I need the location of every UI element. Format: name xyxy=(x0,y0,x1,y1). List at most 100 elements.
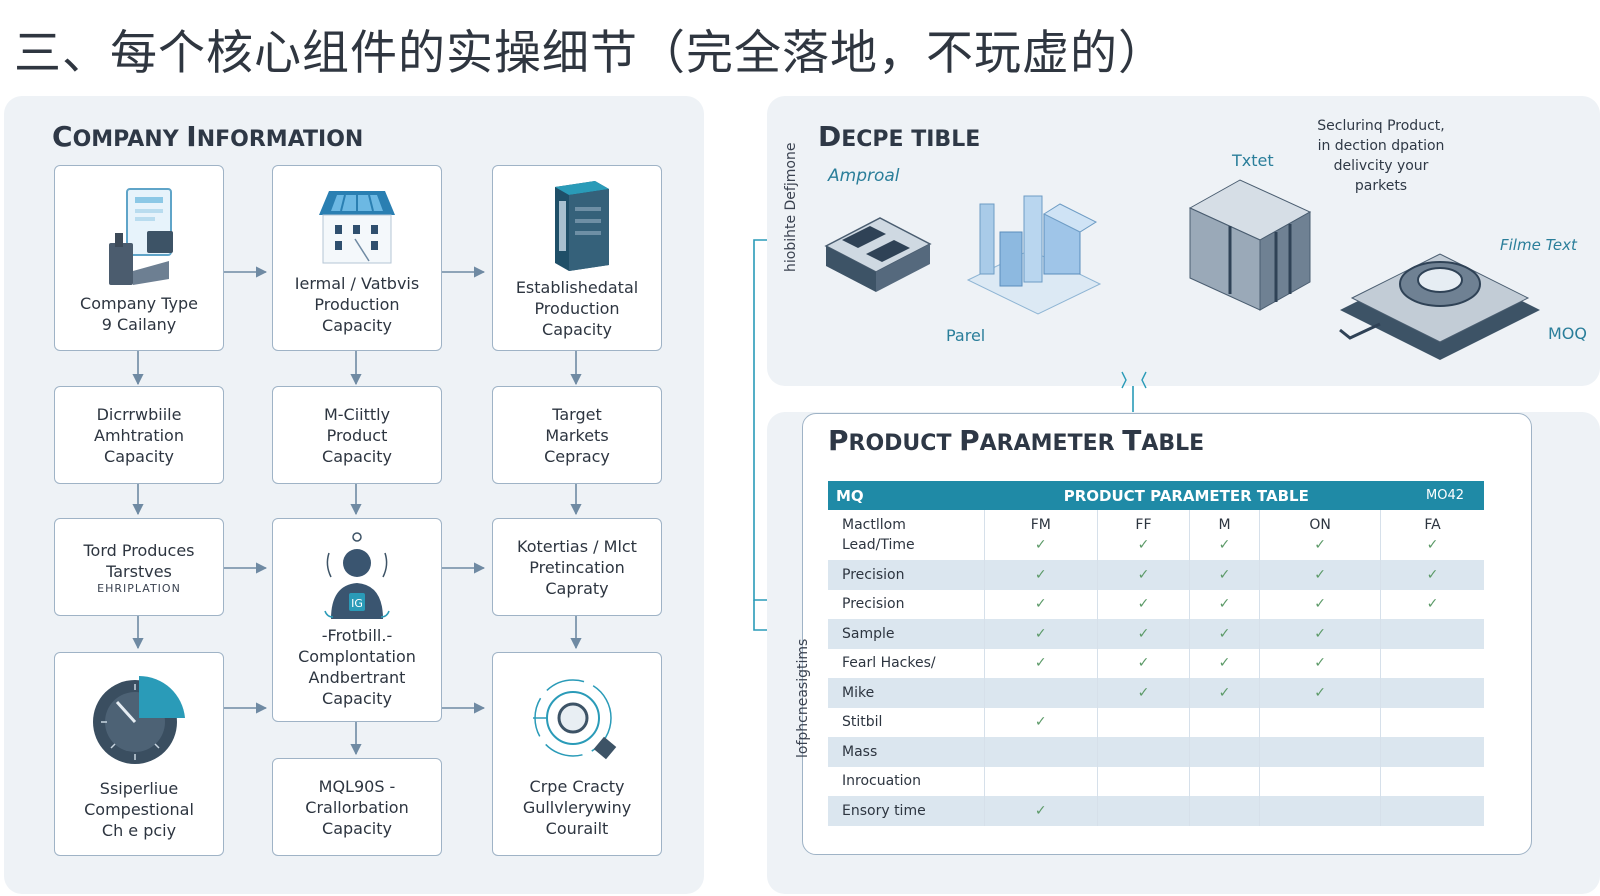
card-line: Amhtration xyxy=(94,425,184,445)
card-line: Tord Produces xyxy=(83,540,195,560)
table-row: Precision✓✓✓✓✓ xyxy=(828,560,1484,590)
card-line: M-Ciittly xyxy=(323,404,391,424)
card-line: Kotertias / Mlct xyxy=(517,536,637,556)
card-protobil-capacity[interactable]: IG -Frotbill.- Complontation Andbertrant… xyxy=(272,518,442,722)
table-cell xyxy=(1380,737,1484,767)
table-row: Fearl Hackes/✓✓✓✓ xyxy=(828,648,1484,678)
card-line: -Frotbill.- xyxy=(321,626,393,645)
table-cell xyxy=(1189,796,1261,826)
card-line: Dicrrwbiile xyxy=(96,404,182,424)
tray-part-icon xyxy=(824,217,932,292)
table-row-label: Mass xyxy=(828,737,985,767)
card-line: Crallorbation xyxy=(305,797,409,817)
card-line: Capacity xyxy=(322,446,392,466)
table-cell xyxy=(1381,767,1484,797)
table-cell xyxy=(1259,766,1382,796)
company-information-title: COMPANY INFORMATION xyxy=(52,120,364,153)
card-amhtration-capacity[interactable]: Dicrrwbiile Amhtration Capacity xyxy=(54,386,224,484)
label-amproal: Amproal xyxy=(828,166,900,186)
table-cell: ✓ xyxy=(1189,560,1261,590)
card-line: Capacity xyxy=(322,315,392,335)
table-cell xyxy=(1189,766,1261,796)
card-line: Complontation xyxy=(298,647,416,666)
table-cell: ✓ xyxy=(984,560,1099,590)
table-cell: FF✓ xyxy=(1097,510,1190,560)
table-cell xyxy=(1259,707,1382,737)
table-cell: ✓ xyxy=(1097,619,1190,649)
table-cell xyxy=(1259,796,1382,826)
card-line: Ssiperliue xyxy=(99,778,179,798)
card-line: Production xyxy=(314,294,400,314)
table-cell: ✓ xyxy=(1189,589,1261,619)
table-row-label: Sample xyxy=(828,619,985,649)
card-subtitle: EHRIPLATION xyxy=(97,581,181,595)
table-cell: ✓ xyxy=(1189,648,1261,678)
table-cell: ✓ xyxy=(984,648,1099,678)
table-row: Stitbil✓ xyxy=(828,707,1484,737)
card-line: Courailt xyxy=(545,818,609,838)
page-title: 三、每个核心组件的实操细节（完全落地，不玩虚的） xyxy=(14,26,1166,81)
table-cell: ON✓ xyxy=(1259,510,1382,560)
table-cell xyxy=(1189,707,1261,737)
card-line: Capacity xyxy=(104,446,174,466)
table-cell: ✓ xyxy=(1097,560,1190,590)
table-cell: ✓ xyxy=(1097,648,1190,678)
table-row: Ensory time✓ xyxy=(828,796,1484,826)
card-line: Iermal / Vatbvis xyxy=(294,273,420,293)
table-row-label: Fearl Hackes/ xyxy=(828,648,985,678)
table-cell: ✓ xyxy=(1259,678,1382,708)
factory-building-icon xyxy=(319,190,395,263)
table-row-label: Precision xyxy=(828,589,985,619)
table-row-label: Mike xyxy=(828,678,985,708)
card-gullvlery-courait[interactable]: Crpe Cracty Gullvlerywiny Courailt xyxy=(492,652,662,856)
target-lens-icon xyxy=(533,678,617,759)
card-line: Production xyxy=(534,298,620,318)
card-production-capacity-b[interactable]: Establishedatal Production Capacity xyxy=(492,165,662,351)
dial-gauge-icon xyxy=(93,675,185,764)
table-row: Mike✓✓✓ xyxy=(828,678,1484,708)
card-target-markets[interactable]: Target Markets Cepracy xyxy=(492,386,662,484)
block-assembly-icon xyxy=(966,195,1102,315)
table-cell xyxy=(1380,796,1484,826)
right-bottom-vertical-label: lofphcneasigtims xyxy=(795,638,811,758)
table-cell xyxy=(1097,796,1190,826)
table-row-label: Stitbil xyxy=(828,707,985,737)
table-row: Mass xyxy=(828,737,1484,767)
card-crallorbation-capacity[interactable]: MQL90S - Crallorbation Capacity xyxy=(272,758,442,856)
table-header-title: PRODUCT PARAMETER TABLE xyxy=(984,481,1381,510)
card-company-type[interactable]: Company Type 9 Cailany xyxy=(54,165,224,351)
table-cell xyxy=(1259,737,1382,767)
card-line: Cepracy xyxy=(544,446,610,466)
card-line: Capacity xyxy=(542,319,612,339)
card-tord-produces[interactable]: Tord Produces Tarstves EHRIPLATION xyxy=(54,518,224,616)
table-cell: ✓ xyxy=(1259,560,1382,590)
table-header-row: MQ PRODUCT PARAMETER TABLE MO42 xyxy=(828,481,1484,510)
svg-text:IG: IG xyxy=(351,597,363,610)
card-production-capacity-a[interactable]: Iermal / Vatbvis Production Capacity xyxy=(272,165,442,351)
table-cell: FM✓ xyxy=(984,510,1099,560)
table-cell: ✓ xyxy=(1259,589,1382,619)
label-filme-text: Filme Text xyxy=(1500,236,1577,254)
operator-person-icon: IG xyxy=(324,532,390,619)
ring-housing-icon xyxy=(1339,253,1540,360)
table-cell: ✓ xyxy=(1259,648,1382,678)
server-rack-icon xyxy=(555,180,609,271)
table-cell xyxy=(1380,619,1484,649)
table-cell: ✓ xyxy=(1259,619,1382,649)
table-cell: ✓ xyxy=(1097,589,1190,619)
table-cell xyxy=(1097,766,1190,796)
card-line: 9 Cailany xyxy=(101,315,177,334)
card-line: Capacity xyxy=(322,689,392,708)
table-row-label: Ensory time xyxy=(828,796,985,826)
card-compestional-capacity[interactable]: Ssiperliue Compestional Ch e pciy xyxy=(54,652,224,856)
card-product-capacity[interactable]: M-Ciittly Product Capacity xyxy=(272,386,442,484)
card-line: Product xyxy=(326,425,388,445)
table-cell xyxy=(984,678,1099,708)
table-cell xyxy=(1189,737,1261,767)
card-pretincation-capraty[interactable]: Kotertias / Mlct Pretincation Capraty xyxy=(492,518,662,616)
card-line: Markets xyxy=(545,425,609,445)
card-line: Pretincation xyxy=(529,557,625,577)
